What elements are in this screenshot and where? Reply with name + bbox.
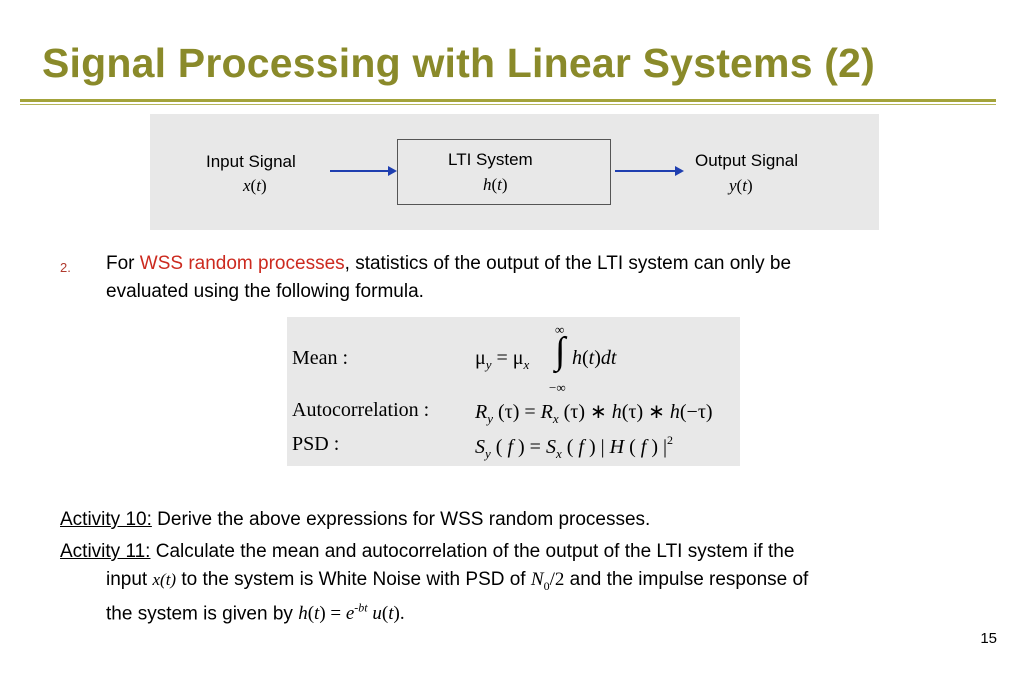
- activity-11-label: Activity 11:: [60, 541, 151, 562]
- formula-box: Mean : μy = μx ∫ ∞ −∞ h(t)dt Autocorrela…: [287, 317, 740, 466]
- wss-highlight: WSS random processes: [139, 253, 345, 274]
- activity-10-text: Derive the above expressions for WSS ran…: [151, 509, 651, 530]
- point2-prefix: For: [106, 253, 140, 274]
- point2-line2: evaluated using the following formula.: [106, 281, 424, 302]
- output-signal-symbol: y(t): [729, 176, 753, 195]
- input-signal-symbol: x(t): [243, 176, 267, 195]
- a11-line2-a: input: [106, 569, 153, 590]
- autocorrelation-formula: Ry (τ) = Rx (τ) ∗ h(τ) ∗ h(−τ): [475, 401, 713, 426]
- output-signal-label: Output Signal: [695, 151, 799, 170]
- a11-line2-b: to the system is White Noise with PSD of: [176, 569, 531, 590]
- block-diagram: Input Signal x(t) LTI System h(t) Output…: [150, 114, 879, 230]
- integral-lower-limit: −∞: [549, 380, 566, 395]
- lti-system-symbol: h(t): [483, 175, 508, 194]
- mean-integrand: h(t)dt: [572, 347, 617, 369]
- input-arrow: [330, 166, 397, 176]
- psd-label: PSD :: [292, 433, 340, 455]
- a11-psd-value: N0/2: [530, 569, 565, 593]
- integral-sign: ∫: [555, 330, 566, 372]
- activity-10-label: Activity 10:: [60, 509, 152, 530]
- lti-system-label: LTI System: [448, 150, 533, 169]
- a11-impulse-response: h(t) = e-bt u(t).: [298, 601, 405, 625]
- point2-text: For WSS random processes, statistics of …: [106, 250, 976, 306]
- slide-title: Signal Processing with Linear Systems (2…: [42, 40, 876, 86]
- activity-11-line1-text: Calculate the mean and autocorrelation o…: [150, 541, 795, 562]
- integral-upper-limit: ∞: [555, 322, 565, 337]
- activity-10: Activity 10: Derive the above expression…: [60, 506, 650, 534]
- activity-11-line3: the system is given by h(t) = e-bt u(t).: [106, 594, 405, 628]
- title-rule-thin: [20, 104, 996, 105]
- lti-system-box: LTI System h(t): [397, 139, 611, 205]
- mean-formula: μy = μx: [475, 347, 530, 372]
- a11-line3-a: the system is given by: [106, 603, 299, 625]
- activity-11-line1: Activity 11: Calculate the mean and auto…: [60, 538, 794, 566]
- activity-11-line2: input x(t) to the system is White Noise …: [106, 566, 808, 600]
- list-number: 2.: [60, 260, 71, 275]
- mean-label: Mean :: [292, 347, 349, 369]
- a11-line2-c: and the impulse response of: [564, 569, 809, 590]
- point2-line1-rest: , statistics of the output of the LTI sy…: [344, 253, 792, 274]
- title-rule: [20, 99, 996, 102]
- a11-input-symbol: x(t): [152, 570, 177, 589]
- page-number: 15: [980, 630, 997, 647]
- input-signal-label: Input Signal: [206, 152, 296, 171]
- psd-formula: Sy ( f ) = Sx ( f ) | H ( f ) |2: [475, 433, 674, 461]
- autocorrelation-label: Autocorrelation :: [292, 399, 430, 421]
- output-arrow: [615, 166, 684, 176]
